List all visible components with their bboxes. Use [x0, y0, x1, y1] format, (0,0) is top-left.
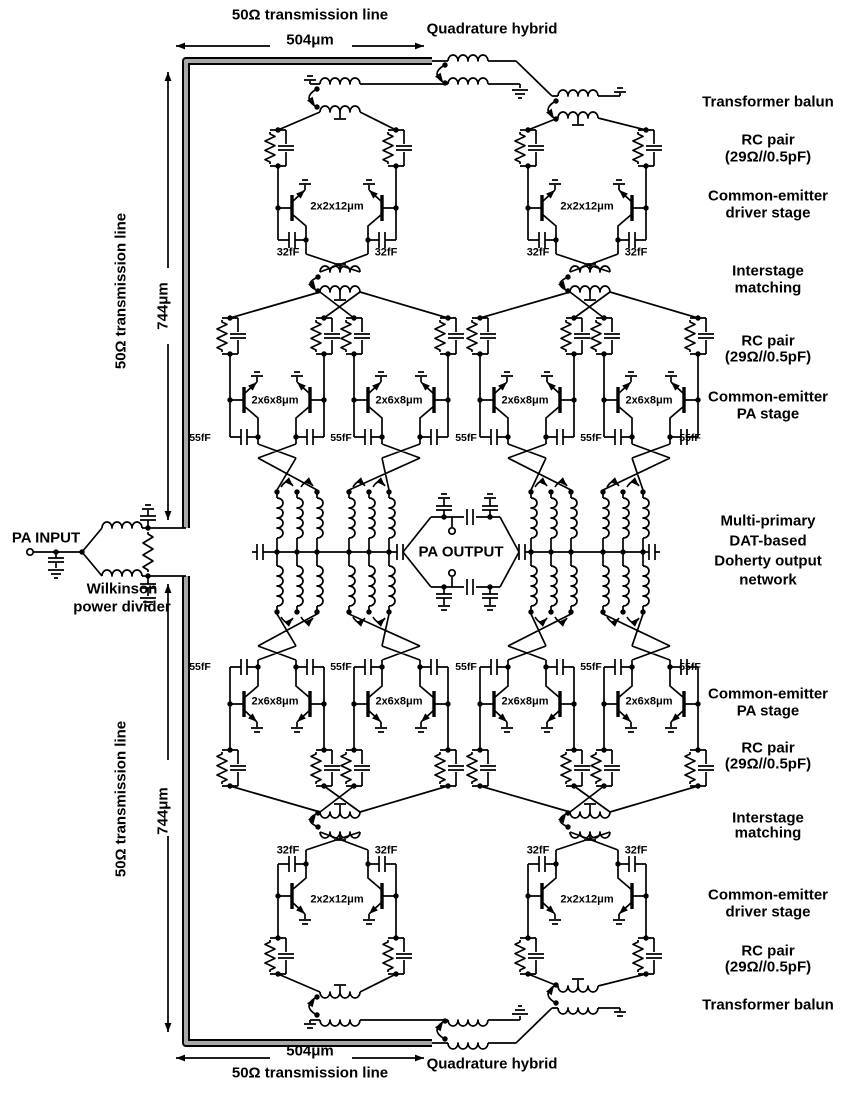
tl50-top: 50Ω transmission line: [231, 6, 389, 24]
cap55-label-1: 55fF: [330, 431, 352, 444]
cap55-label-6: 55fF: [330, 660, 352, 673]
wilkinson-line1: Wilkinson: [86, 580, 158, 598]
cap55-label-9: 55fF: [679, 660, 701, 673]
tl50-left-upper: 50Ω transmission line: [112, 212, 130, 370]
rc-pair-4a: RC pair: [741, 942, 795, 960]
interstage-1a: Interstage: [732, 262, 804, 280]
rc-pair-4b: (29Ω//0.5pF): [724, 958, 812, 976]
cap32-label-6: 32fF: [526, 844, 550, 857]
dat-line3: Doherty output: [714, 552, 822, 570]
rc-pair-3b: (29Ω//0.5pF): [724, 755, 812, 773]
center-circuit: [25, 504, 660, 607]
driver-size-label-3: 2x2x12μm: [560, 893, 614, 906]
cap55-label-8: 55fF: [580, 660, 602, 673]
cap32-label-3: 32fF: [624, 246, 648, 259]
rc-pair-1b: (29Ω//0.5pF): [724, 148, 812, 166]
quad-hybrid-top: Quadrature hybrid: [426, 20, 558, 38]
driver-size-label-2: 2x2x12μm: [310, 893, 364, 906]
cap32-label-4: 32fF: [276, 844, 300, 857]
cap32-label-2: 32fF: [526, 246, 550, 259]
len744-lower: 744μm: [154, 787, 172, 835]
dat-line1: Multi-primary: [720, 512, 816, 530]
cap55-label-3: 55fF: [580, 431, 602, 444]
tl50-bottom: 50Ω transmission line: [231, 1064, 389, 1082]
cap32-label-1: 32fF: [374, 246, 398, 259]
interstage-1b: matching: [734, 279, 802, 297]
cap55-label-0: 55fF: [189, 431, 211, 444]
interstage-2a: Interstage: [732, 809, 804, 827]
cap55-label-5: 55fF: [189, 660, 211, 673]
ce-driver-1b: driver stage: [725, 204, 811, 222]
rc-pair-3a: RC pair: [741, 739, 795, 757]
ce-pa-2a: Common-emitter: [707, 685, 829, 703]
pa-output: PA OUTPUT: [418, 543, 504, 561]
pa-size-label-6: 2x6x8μm: [501, 695, 549, 708]
cap32-label-7: 32fF: [624, 844, 648, 857]
balun-bottom: Transformer balun: [702, 996, 834, 1014]
wilkinson-line2: power divider: [73, 598, 171, 616]
ce-driver-2a: Common-emitter: [707, 886, 829, 904]
dat-line4: network: [739, 571, 797, 589]
pa-input: PA INPUT: [11, 529, 81, 547]
pa-size-label-3: 2x6x8μm: [625, 394, 673, 407]
ce-driver-1a: Common-emitter: [707, 187, 829, 205]
len504-bottom: 504μm: [286, 1042, 334, 1060]
cap32-label-0: 32fF: [276, 246, 300, 259]
ce-pa-2b: PA stage: [736, 702, 800, 720]
len504-top: 504μm: [286, 31, 334, 49]
pa-size-label-4: 2x6x8μm: [251, 695, 299, 708]
ce-driver-2b: driver stage: [725, 903, 811, 921]
pa-size-label-1: 2x6x8μm: [375, 394, 423, 407]
driver-size-label-0: 2x2x12μm: [310, 200, 364, 213]
pa-size-label-5: 2x6x8μm: [375, 695, 423, 708]
cap55-label-7: 55fF: [455, 660, 477, 673]
pa-size-label-7: 2x6x8μm: [625, 695, 673, 708]
cap55-label-4: 55fF: [679, 431, 701, 444]
balun-top: Transformer balun: [702, 93, 834, 111]
cap32-label-5: 32fF: [374, 844, 398, 857]
rc-pair-2a: RC pair: [741, 332, 795, 350]
dat-line2: DAT-based: [729, 532, 807, 550]
rc-pair-2b: (29Ω//0.5pF): [724, 348, 812, 366]
pa-size-label-0: 2x6x8μm: [251, 394, 299, 407]
tl50-left-lower: 50Ω transmission line: [112, 720, 130, 878]
interstage-2b: matching: [734, 824, 802, 842]
half-circuit: [164, 42, 714, 553]
pa-size-label-2: 2x6x8μm: [501, 394, 549, 407]
mirrored-half-circuit: [165, 552, 714, 1061]
quad-hybrid-bottom: Quadrature hybrid: [426, 1055, 558, 1073]
ce-pa-1a: Common-emitter: [707, 388, 829, 406]
driver-size-label-1: 2x2x12μm: [560, 200, 614, 213]
ce-pa-1b: PA stage: [736, 405, 800, 423]
cap55-label-2: 55fF: [455, 431, 477, 444]
rc-pair-1a: RC pair: [741, 131, 795, 149]
len744-upper: 744μm: [154, 282, 172, 330]
